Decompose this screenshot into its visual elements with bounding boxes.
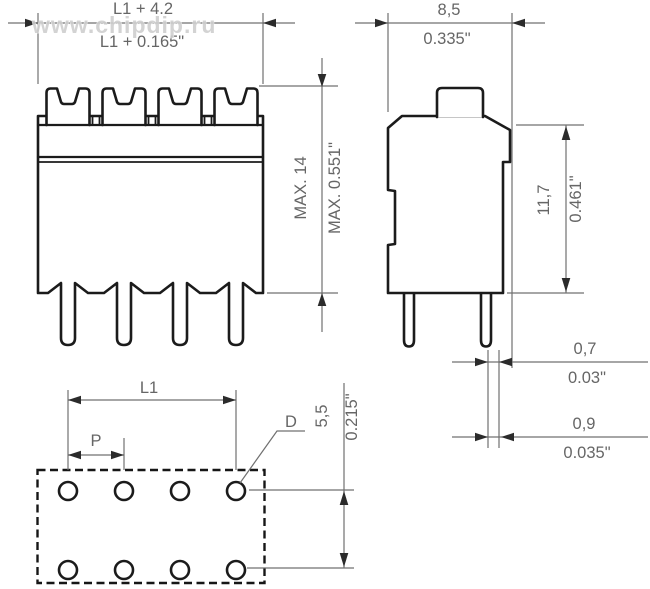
arrowhead-left-icon <box>499 357 512 367</box>
dim-front-overall-width: L1 + 4.2 L1 + 0.165" <box>8 0 295 84</box>
dim-pin-thickness: 0,7 0.03" <box>452 340 648 448</box>
drill-hole <box>113 559 135 581</box>
dim-label-inch: MAX. 0.551" <box>326 142 344 234</box>
drill-holes-top-row <box>57 480 247 502</box>
side-top-bump <box>435 86 485 119</box>
arrowhead-up-icon <box>561 126 571 140</box>
drill-hole <box>225 480 247 502</box>
arrowhead-right-icon <box>111 450 124 460</box>
arrowhead-left-icon <box>512 18 525 28</box>
arrowhead-right-icon <box>25 18 38 28</box>
clamp-gap-tabs <box>91 116 213 125</box>
arrowhead-left-icon <box>501 432 514 442</box>
dim-side-width: 8,5 0.335" <box>355 1 545 368</box>
dim-label: P <box>90 432 101 450</box>
dim-label: L1 <box>140 379 158 397</box>
drill-hole <box>169 559 191 581</box>
clamp-block <box>213 87 259 127</box>
dim-label-inch: 0.03" <box>568 369 606 387</box>
side-pin <box>402 290 416 348</box>
drill-hole <box>57 480 79 502</box>
dim-label-mm: 0,9 <box>573 415 596 433</box>
dim-hole-diameter: D <box>239 413 305 484</box>
dim-label-mm: 8,5 <box>438 1 461 19</box>
arrowhead-right-icon <box>223 395 236 405</box>
dim-label-mm: MAX. 14 <box>292 156 310 219</box>
dim-label-inch: 0.035" <box>563 444 610 462</box>
dim-label-mm: L1 + 4.2 <box>113 0 173 18</box>
arrowhead-left-icon <box>263 18 276 28</box>
arrowhead-right-icon <box>375 18 388 28</box>
side-pin <box>479 290 493 348</box>
dim-label-inch: 0.461" <box>567 175 585 222</box>
dim-footprint-pitch: P <box>68 432 125 470</box>
arrowhead-right-icon <box>475 357 488 367</box>
dim-side-height: 11,7 0.461" <box>507 124 585 294</box>
arrowhead-right-icon <box>475 432 488 442</box>
arrowhead-up-icon <box>339 491 349 505</box>
leader-line <box>239 430 305 484</box>
arrowhead-left-icon <box>68 450 81 460</box>
arrowhead-down-icon <box>339 553 349 567</box>
drill-hole <box>57 559 79 581</box>
drill-hole <box>169 480 191 502</box>
dim-row-spacing: 5,5 0.215" <box>247 383 361 569</box>
dim-label: D <box>285 413 297 431</box>
dim-label-mm: 11,7 <box>535 185 553 216</box>
dim-label-inch: 0.215" <box>343 393 361 440</box>
arrowhead-left-icon <box>68 395 81 405</box>
front-view <box>36 87 265 347</box>
footprint-view <box>36 468 266 585</box>
dim-pin-width: 0,9 0.035" <box>452 415 648 462</box>
dim-label-inch: L1 + 0.165" <box>100 33 184 51</box>
clamp-block <box>101 87 147 127</box>
drill-hole <box>225 559 247 581</box>
footprint-outline <box>36 468 266 585</box>
arrowhead-down-icon <box>561 278 571 292</box>
dim-label-inch: 0.335" <box>423 30 470 48</box>
clamp-block <box>157 87 203 127</box>
drill-hole <box>113 480 135 502</box>
clamp-block <box>45 87 91 127</box>
dim-footprint-length: L1 <box>67 379 237 470</box>
drill-holes-bottom-row <box>57 559 247 581</box>
dim-front-height: MAX. 14 MAX. 0.551" <box>259 58 344 332</box>
front-body <box>36 114 265 347</box>
arrowhead-up-icon <box>317 293 327 306</box>
side-view <box>386 86 512 348</box>
watermark: www.chipdip.ru <box>31 12 216 38</box>
arrowhead-down-icon <box>317 74 327 87</box>
dim-label-mm: 0,7 <box>574 340 597 358</box>
side-body <box>386 114 512 295</box>
dim-label-mm: 5,5 <box>313 405 331 428</box>
